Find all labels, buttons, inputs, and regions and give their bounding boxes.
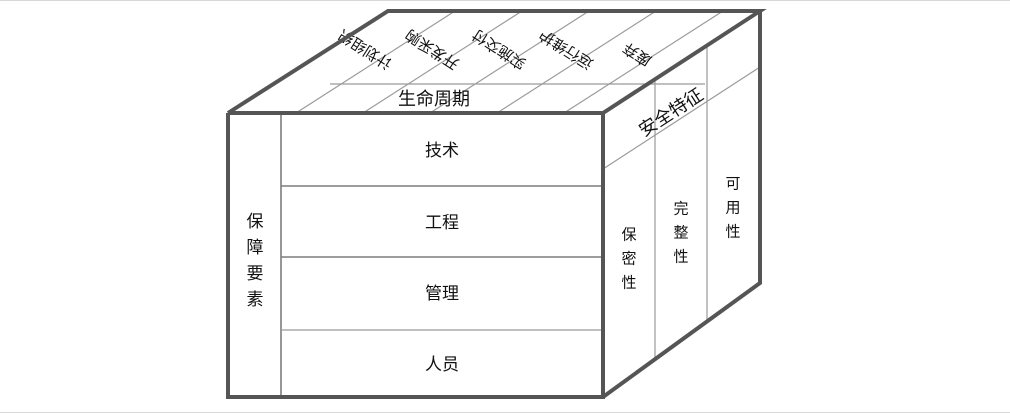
front-face-labels: 技术 工程 管理 人员 xyxy=(425,141,459,374)
front-face-dividers xyxy=(280,113,603,397)
security-col-3-char-3: 性 xyxy=(725,223,740,240)
security-col-1-char-3: 性 xyxy=(621,274,636,291)
right-face-column-labels: 保 密 性 完 整 性 可 用 性 xyxy=(621,176,740,291)
assurance-row-1-label: 技术 xyxy=(425,141,459,160)
right-face-dividers xyxy=(602,45,761,359)
lifecycle-axis-title: 生命周期 xyxy=(398,89,470,109)
assurance-axis-title-char-4: 素 xyxy=(247,290,264,309)
assurance-row-4-label: 人员 xyxy=(425,355,459,374)
security-col-2-char-3: 性 xyxy=(673,248,688,265)
security-col-3-char-1: 可 xyxy=(725,176,740,192)
assurance-axis-title: 保 障 要 素 xyxy=(247,212,264,309)
assurance-axis-title-char-2: 障 xyxy=(247,238,264,257)
security-col-1-char-1: 保 xyxy=(621,226,636,243)
assurance-row-2-label: 工程 xyxy=(425,213,459,232)
front-face-fill xyxy=(228,113,603,397)
right-face-fill xyxy=(603,11,760,397)
cube-outer-edges xyxy=(226,9,767,399)
assurance-row-3-label: 管理 xyxy=(425,284,459,303)
security-col-2-char-2: 整 xyxy=(673,224,688,241)
assurance-axis-title-char-3: 要 xyxy=(247,264,264,283)
security-col-3-char-2: 用 xyxy=(725,200,740,216)
assurance-axis-title-char-1: 保 xyxy=(247,212,264,231)
top-face-fill xyxy=(228,11,760,113)
security-col-2-char-1: 完 xyxy=(673,200,688,217)
security-col-1-char-2: 密 xyxy=(621,250,636,267)
